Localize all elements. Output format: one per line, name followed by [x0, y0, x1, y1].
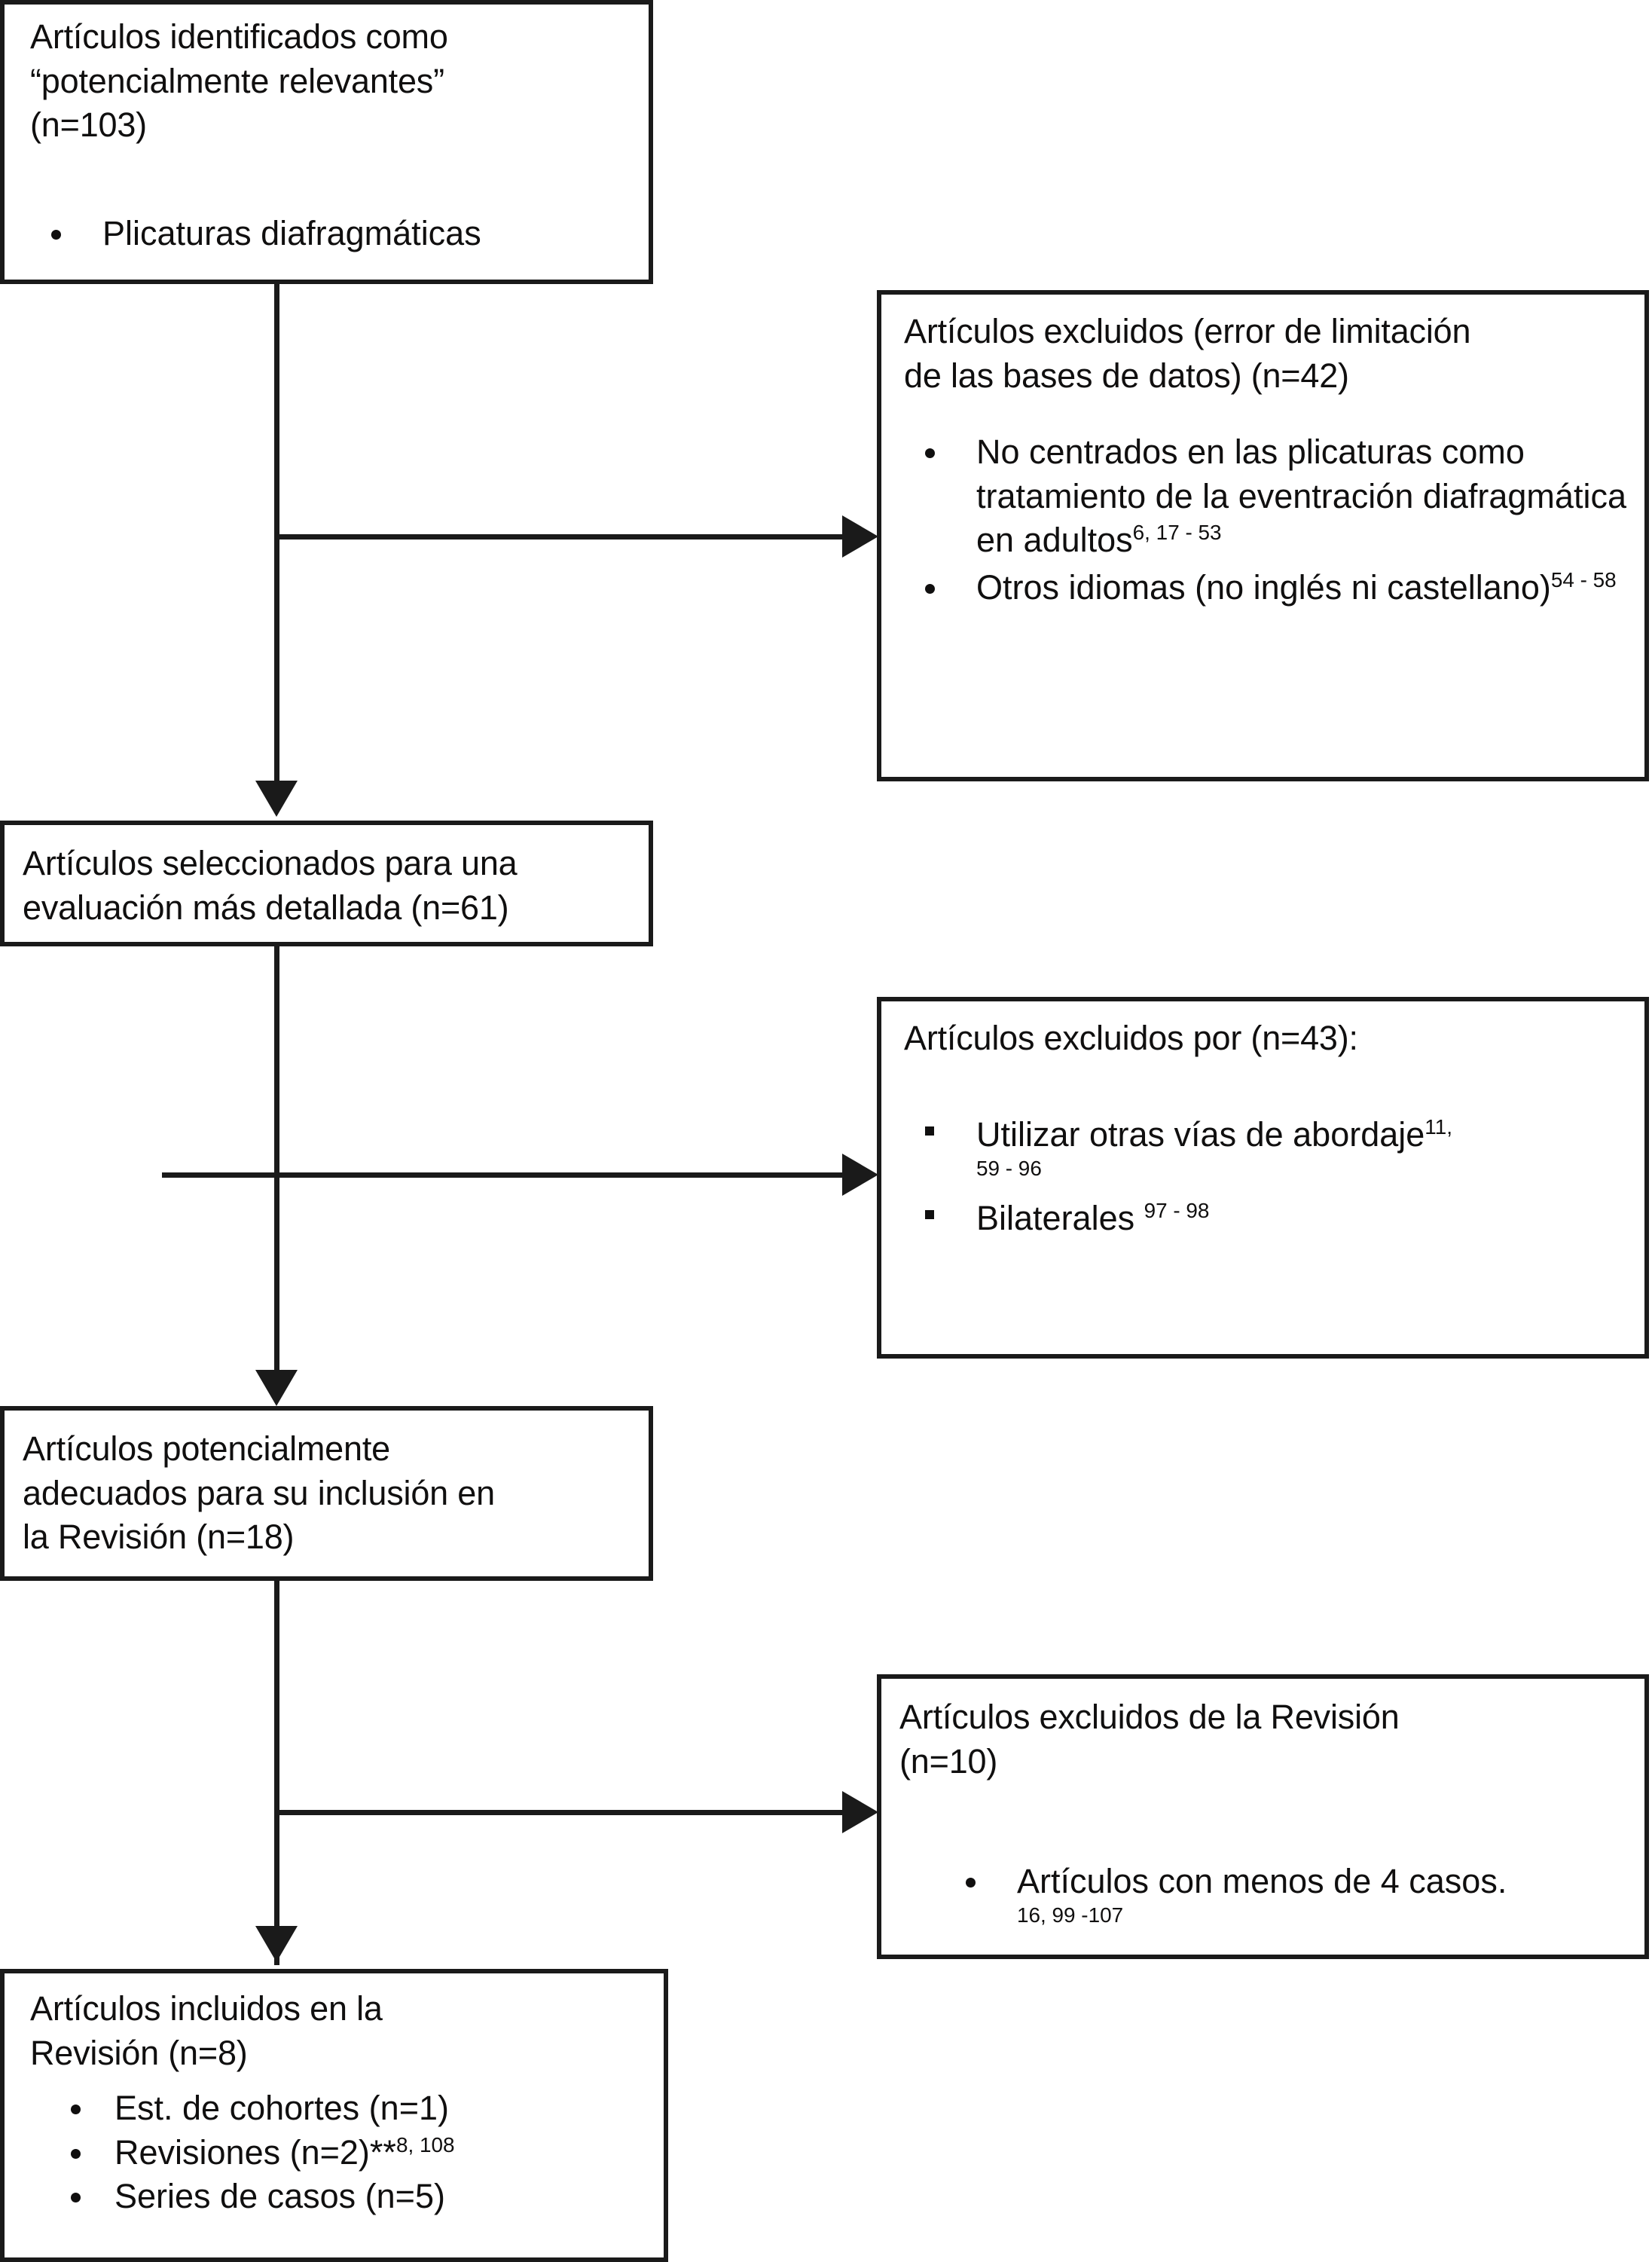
- bullet-text: No centrados en las plicaturas como trat…: [976, 433, 1626, 559]
- bullet-text: Bilaterales: [976, 1199, 1144, 1238]
- node-potentially-suitable-heading: Artículos potencialmente adecuados para …: [23, 1427, 648, 1560]
- node-articles-identified-heading: Artículos identificados como “potencialm…: [30, 15, 633, 148]
- list-item: Est. de cohortes (n=1): [50, 2086, 667, 2131]
- node-potentially-suitable: Artículos potencialmente adecuados para …: [0, 1406, 653, 1581]
- connector-selected-to-potentially-suitable-line: [274, 946, 279, 1374]
- bullet-refs: 8, 108: [395, 2132, 455, 2157]
- node-excluded-database-error-heading: Artículos excluidos (error de limitación…: [904, 310, 1635, 398]
- bullet-refs: 54 - 58: [1550, 567, 1617, 591]
- node-excluded-database-error: Artículos excluidos (error de limitación…: [877, 290, 1649, 781]
- list-item: Revisiones (n=2)**8, 108: [50, 2131, 667, 2175]
- heading-line-2: (n=10): [899, 1741, 998, 1781]
- node-excluded-reasons-heading: Artículos excluidos por (n=43):: [904, 1016, 1635, 1061]
- connector-identified-to-selected-arrowhead: [255, 781, 298, 817]
- bullet-refs: 97 - 98: [1144, 1199, 1210, 1223]
- list-item: Plicaturas diafragmáticas: [30, 212, 633, 256]
- connector-selected-to-excluded-reasons-arrowhead: [842, 1154, 878, 1196]
- heading-line-1: Artículos excluidos (error de limitación: [904, 312, 1471, 350]
- heading-line-3: (n=103): [30, 105, 147, 144]
- connector-identified-to-excluded-db-line: [274, 534, 847, 540]
- bullet-refs: 6, 17 - 53: [1132, 521, 1222, 544]
- list-item: Utilizar otras vías de abordaje11, 59 - …: [904, 1113, 1638, 1180]
- node-articles-selected-heading: Artículos seleccionados para una evaluac…: [23, 842, 648, 930]
- bullet-refs: 11,: [1425, 1115, 1452, 1139]
- heading-line-1: Artículos excluidos por (n=43):: [904, 1019, 1358, 1057]
- heading-line-2: de las bases de datos) (n=42): [904, 356, 1349, 395]
- list-item: No centrados en las plicaturas como trat…: [904, 430, 1627, 563]
- heading-line-1: Artículos potencialmente: [23, 1429, 390, 1468]
- node-articles-included-bullets: Est. de cohortes (n=1) Revisiones (n=2)*…: [50, 2086, 667, 2219]
- heading-line-2: adecuados para su inclusión en: [23, 1473, 495, 1512]
- bullet-text: Revisiones (n=2)**: [115, 2132, 396, 2172]
- node-excluded-reasons-bullets: Utilizar otras vías de abordaje11, 59 - …: [904, 1113, 1638, 1241]
- list-item: Artículos con menos de 4 casos. 16, 99 -…: [945, 1860, 1645, 1927]
- node-articles-identified: Artículos identificados como “potencialm…: [0, 0, 653, 284]
- bullet-text: Artículos con menos de 4 casos.: [1017, 1862, 1507, 1900]
- node-excluded-from-review-heading: Artículos excluidos de la Revisión (n=10…: [899, 1695, 1630, 1784]
- heading-line-1: Artículos identificados como: [30, 17, 448, 56]
- list-item: Bilaterales 97 - 98: [904, 1197, 1638, 1241]
- bullet-text: Est. de cohortes (n=1): [115, 2089, 449, 2127]
- list-item: Otros idiomas (no inglés ni castellano)5…: [904, 566, 1627, 610]
- bullet-refs-wrap: 16, 99 -107: [1017, 1903, 1124, 1927]
- node-excluded-from-review: Artículos excluidos de la Revisión (n=10…: [877, 1674, 1649, 1959]
- bullet-text: Plicaturas diafragmáticas: [102, 214, 481, 252]
- bullet-text: Series de casos (n=5): [115, 2177, 445, 2215]
- node-articles-selected: Artículos seleccionados para una evaluac…: [0, 821, 653, 946]
- node-articles-included: Artículos incluidos en la Revisión (n=8)…: [0, 1969, 668, 2262]
- node-excluded-reasons: Artículos excluidos por (n=43): Utilizar…: [877, 997, 1649, 1359]
- connector-identified-to-excluded-db-arrowhead: [842, 515, 878, 558]
- heading-line-1: Artículos seleccionados para una: [23, 844, 518, 882]
- connector-selected-to-excluded-reasons-line: [162, 1172, 847, 1178]
- node-articles-included-heading: Artículos incluidos en la Revisión (n=8): [30, 1987, 663, 2075]
- connector-selected-to-potentially-suitable-arrowhead: [255, 1370, 298, 1406]
- connector-potentially-suitable-to-included-arrowhead: [255, 1926, 298, 1962]
- connector-potentially-suitable-to-excluded-review-line: [274, 1810, 847, 1815]
- heading-line-1: Artículos incluidos en la: [30, 1989, 383, 2028]
- heading-line-2: “potencialmente relevantes”: [30, 61, 444, 100]
- bullet-text: Otros idiomas (no inglés ni castellano): [976, 567, 1551, 607]
- bullet-text: Utilizar otras vías de abordaje: [976, 1115, 1425, 1154]
- node-excluded-database-error-bullets: No centrados en las plicaturas como trat…: [904, 430, 1627, 610]
- heading-line-3: la Revisión (n=18): [23, 1518, 295, 1556]
- heading-line-2: Revisión (n=8): [30, 2033, 248, 2072]
- connector-potentially-suitable-to-included-line: [274, 1581, 279, 1965]
- node-excluded-from-review-bullets: Artículos con menos de 4 casos. 16, 99 -…: [945, 1860, 1645, 1927]
- node-articles-identified-bullets: Plicaturas diafragmáticas: [30, 212, 633, 256]
- heading-line-1: Artículos excluidos de la Revisión: [899, 1698, 1400, 1736]
- heading-line-2: evaluación más detallada (n=61): [23, 888, 509, 927]
- list-item: Series de casos (n=5): [50, 2175, 667, 2219]
- bullet-refs-wrap: 59 - 96: [976, 1156, 1042, 1180]
- connector-potentially-suitable-to-excluded-review-arrowhead: [842, 1791, 878, 1833]
